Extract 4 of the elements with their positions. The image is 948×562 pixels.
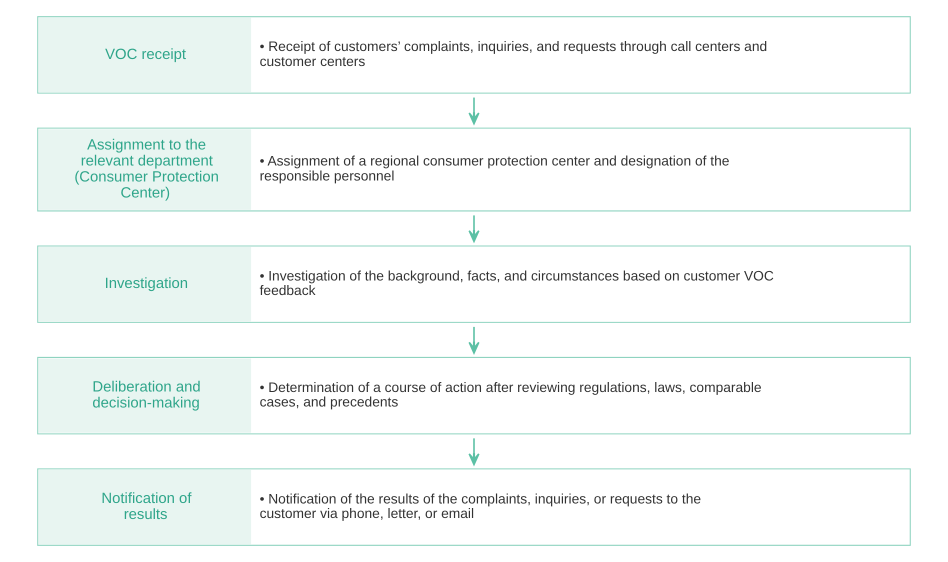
arrow — [468, 215, 480, 242]
arrow — [468, 326, 480, 354]
arrow — [468, 438, 480, 466]
arrow — [468, 98, 480, 124]
